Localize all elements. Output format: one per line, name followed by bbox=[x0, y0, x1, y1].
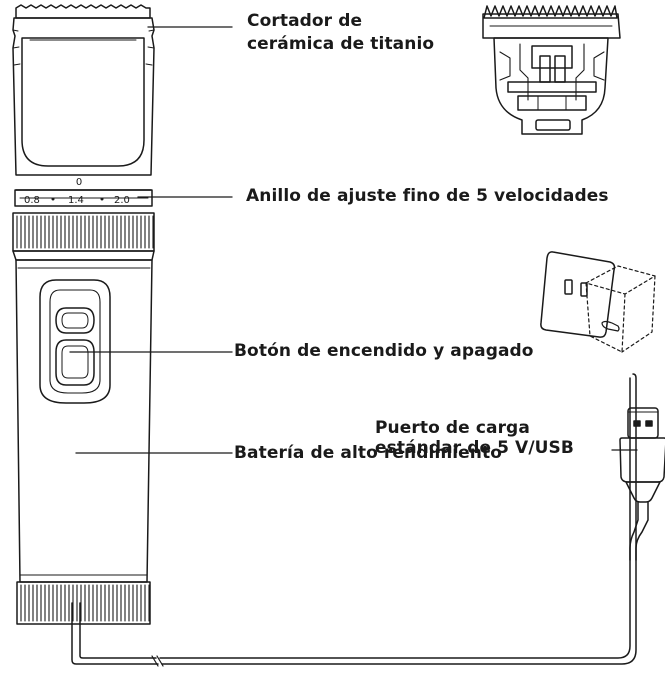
hair-clipper bbox=[12, 4, 155, 625]
ring-indicator: 0 bbox=[76, 177, 82, 188]
usb-cube-adapter bbox=[585, 265, 656, 353]
leader-lines bbox=[69, 26, 638, 454]
clipper-blade-guard bbox=[21, 37, 145, 167]
label-battery: Batería de alto rendimiento bbox=[234, 443, 503, 463]
ring-mark-0-8: 0.8 bbox=[24, 195, 40, 206]
label-cutter-line1: Cortador de bbox=[247, 11, 363, 31]
button-panel bbox=[39, 279, 111, 404]
power-adapter bbox=[540, 251, 616, 338]
ring-dot bbox=[51, 197, 55, 201]
ring-scale-band bbox=[14, 189, 153, 207]
speed-button[interactable] bbox=[55, 307, 95, 334]
clipper-head-ribs bbox=[12, 29, 155, 66]
base-ring-knurl bbox=[20, 584, 150, 622]
label-port-line2: estándar de 5 V/USB bbox=[375, 438, 574, 458]
ring-mark-1-4: 1.4 bbox=[68, 195, 84, 206]
label-ring: Anillo de ajuste fino de 5 velocidades bbox=[246, 186, 609, 206]
label-port-line1: Puerto de carga bbox=[375, 418, 530, 438]
label-power-button: Botón de encendido y apagado bbox=[234, 341, 534, 361]
ring-dot bbox=[100, 197, 104, 201]
clipper-neck bbox=[12, 250, 155, 261]
clipper-head bbox=[12, 17, 155, 176]
usb-plug bbox=[619, 407, 665, 561]
clipper-blade-teeth bbox=[15, 4, 151, 19]
ceramic-blade-detail bbox=[482, 5, 621, 135]
adjust-ring-knurl bbox=[16, 215, 154, 249]
base-ring bbox=[16, 581, 151, 625]
ring-mark-2-0: 2.0 bbox=[114, 195, 130, 206]
charging-cable bbox=[71, 602, 159, 665]
label-cutter-line2: cerámica de titanio bbox=[247, 34, 435, 54]
power-button[interactable] bbox=[55, 339, 95, 386]
